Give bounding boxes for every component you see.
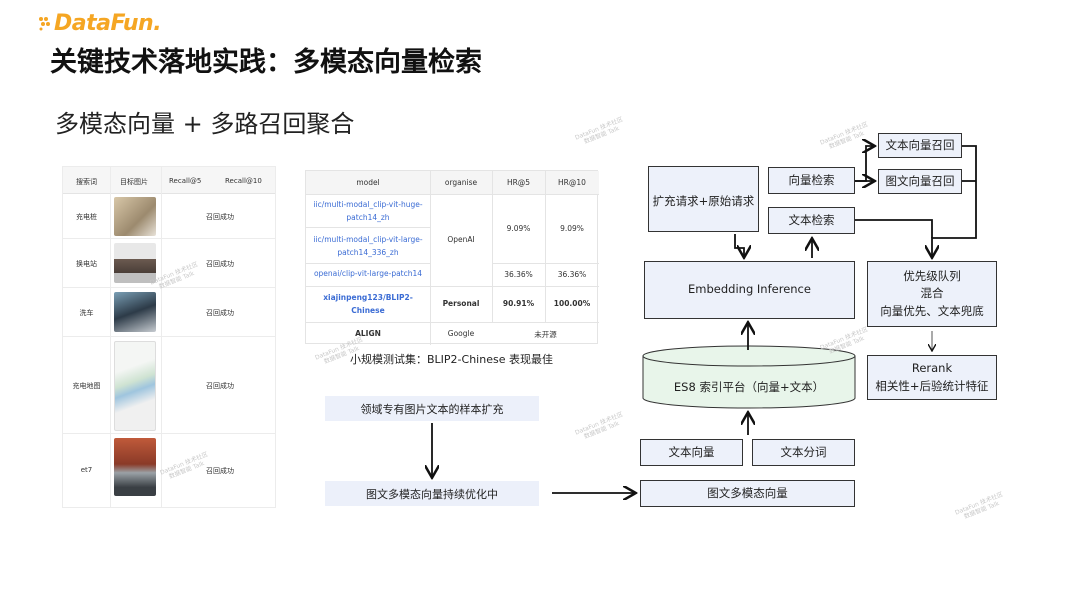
header-recall5: Recall@5 bbox=[169, 177, 202, 185]
hr5-value: 9.09% bbox=[506, 224, 531, 233]
charging-map-screenshot bbox=[114, 341, 156, 431]
recall-result: 召回成功 bbox=[206, 309, 234, 317]
page-title: 关键技术落地实践：多模态向量检索 bbox=[50, 47, 482, 78]
es8-label: ES8 索引平台（向量+文本） bbox=[673, 380, 825, 394]
recall-result: 召回成功 bbox=[206, 382, 234, 390]
et7-car-photo bbox=[114, 438, 156, 496]
logo-dots-icon bbox=[39, 17, 50, 31]
page-subtitle: 多模态向量 + 多路召回聚合 bbox=[55, 110, 355, 138]
table-row: 换电站 召回成功 bbox=[63, 239, 275, 288]
hr5-value: 36.36% bbox=[504, 270, 533, 279]
model-name-link[interactable]: iic/multi-modal_clip-vit-huge-patch14_zh bbox=[313, 200, 423, 222]
header-organise: organise bbox=[430, 171, 492, 194]
table-row: 充电桩 召回成功 bbox=[63, 194, 275, 239]
recall-table-header: 搜索词 目标图片 Recall@5 Recall@10 bbox=[63, 167, 275, 194]
text-vector-recall-box: 文本向量召回 bbox=[878, 133, 962, 158]
charger-photo bbox=[114, 197, 156, 236]
not-open-source: 未开源 bbox=[534, 330, 557, 339]
model-benchmark-table: model organise HR@5 HR@10 iic/multi-moda… bbox=[305, 170, 599, 345]
org-personal: Personal bbox=[442, 299, 480, 308]
multimodal-vector-box: 图文多模态向量 bbox=[640, 480, 855, 507]
rerank-title: Rerank bbox=[911, 361, 953, 376]
priority-queue-title: 优先级队列 bbox=[903, 269, 961, 284]
search-term: 充电桩 bbox=[76, 213, 97, 221]
table-row: et7 召回成功 bbox=[63, 434, 275, 507]
logo-text: DataFun. bbox=[54, 10, 162, 36]
header-search-term: 搜索词 bbox=[76, 178, 97, 186]
search-term: et7 bbox=[80, 466, 93, 474]
table-row: 洗车 召回成功 bbox=[63, 288, 275, 337]
hr10-value: 9.09% bbox=[560, 224, 584, 233]
model-name-link[interactable]: openai/clip-vit-large-patch14 bbox=[313, 269, 423, 278]
rerank-features: 相关性+后验统计特征 bbox=[875, 378, 989, 393]
search-term: 洗车 bbox=[79, 309, 94, 317]
car-wash-photo bbox=[114, 292, 156, 332]
recall-result: 召回成功 bbox=[206, 213, 234, 221]
embedding-inference-box: Embedding Inference bbox=[644, 261, 855, 319]
org-openai: OpenAI bbox=[447, 235, 475, 244]
hr5-value: 90.91% bbox=[502, 299, 535, 308]
header-hr5: HR@5 bbox=[492, 171, 545, 194]
vector-search-box: 向量检索 bbox=[768, 167, 855, 194]
expand-request-box: 扩充请求+原始请求 bbox=[648, 166, 759, 232]
text-vector-box: 文本向量 bbox=[640, 439, 743, 466]
table-caption: 小规模测试集：BLIP2-Chinese 表现最佳 bbox=[350, 353, 553, 366]
model-name: ALIGN bbox=[355, 329, 381, 338]
swap-station-photo bbox=[114, 243, 156, 283]
header-recall10: Recall@10 bbox=[225, 177, 262, 185]
rerank-box: Rerank 相关性+后验统计特征 bbox=[867, 355, 997, 400]
optimization-box: 图文多模态向量持续优化中 bbox=[325, 481, 539, 506]
text-search-box: 文本检索 bbox=[768, 207, 855, 234]
recall-result: 召回成功 bbox=[206, 467, 234, 475]
datafun-logo: DataFun. bbox=[38, 10, 162, 36]
priority-queue-strategy: 向量优先、文本兜底 bbox=[880, 303, 984, 318]
column-divider bbox=[110, 167, 111, 507]
recall-table: 搜索词 目标图片 Recall@5 Recall@10 充电桩 召回成功 换电站… bbox=[62, 166, 276, 508]
priority-queue-box: 优先级队列 混合 向量优先、文本兜底 bbox=[867, 261, 997, 327]
hr10-value: 100.00% bbox=[553, 299, 591, 308]
search-term: 充电地图 bbox=[72, 382, 101, 390]
org-google: Google bbox=[447, 329, 475, 338]
sample-expansion-box: 领域专有图片文本的样本扩充 bbox=[325, 396, 539, 421]
model-name-link[interactable]: xiajinpeng123/BLIP2-Chinese bbox=[323, 293, 413, 315]
recall-result: 召回成功 bbox=[206, 260, 234, 268]
header-target-image: 目标图片 bbox=[120, 178, 148, 186]
es8-database-icon bbox=[642, 345, 856, 409]
hr10-value: 36.36% bbox=[557, 270, 587, 279]
text-tokenize-box: 文本分词 bbox=[752, 439, 855, 466]
header-hr10: HR@10 bbox=[545, 171, 599, 194]
priority-queue-mix: 混合 bbox=[920, 286, 944, 301]
header-model: model bbox=[306, 171, 430, 194]
model-name-link[interactable]: iic/multi-modal_clip-vit-large-patch14_3… bbox=[313, 235, 423, 257]
column-divider bbox=[161, 167, 162, 507]
image-text-vector-recall-box: 图文向量召回 bbox=[878, 169, 962, 194]
table-row: 充电地图 召回成功 bbox=[63, 337, 275, 434]
search-term: 换电站 bbox=[76, 260, 97, 268]
